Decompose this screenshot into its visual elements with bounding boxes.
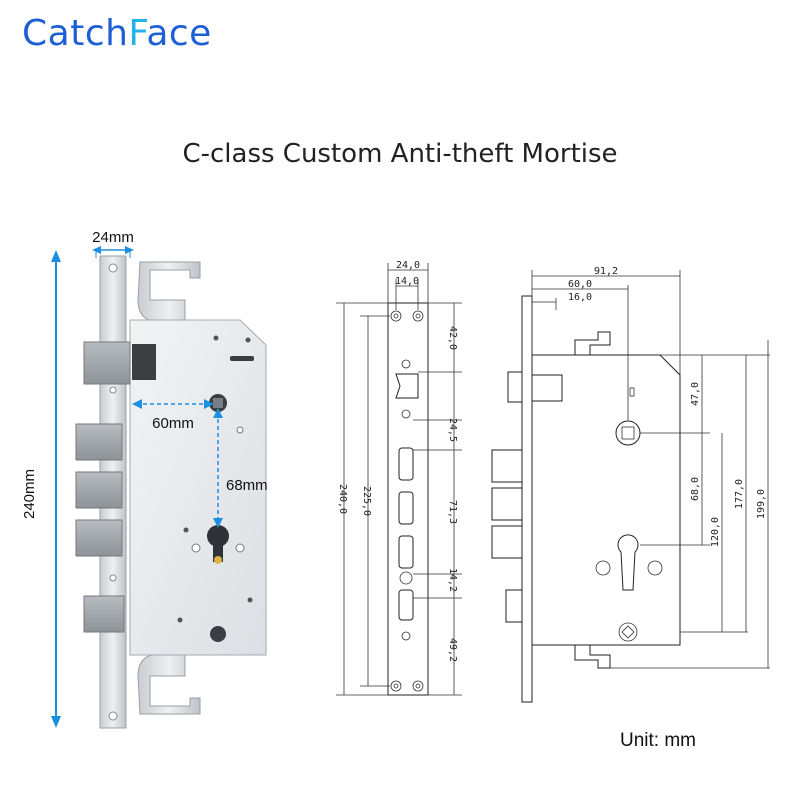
front-seg5-dim: 49,2 (447, 638, 458, 662)
front-view-drawing (336, 263, 462, 696)
photo-spacing-label: 68mm (226, 477, 268, 494)
front-overall-dim: 240,0 (337, 484, 348, 514)
side-d4-dim: 177,0 (734, 479, 745, 509)
unit-note: Unit: mm (620, 730, 696, 751)
brand-part-1: Catch (22, 13, 129, 54)
brand-part-2: F (128, 13, 147, 54)
photo-backset-label: 60mm (152, 415, 194, 432)
front-hole-spacing-dim: 14,0 (395, 276, 419, 287)
page-title: C-class Custom Anti-theft Mortise (182, 139, 618, 169)
front-top-width-dim: 24,0 (396, 260, 420, 271)
front-seg3-dim: 71,3 (447, 500, 458, 524)
photo-dimensions (51, 246, 223, 728)
front-seg2-dim: 24,5 (447, 418, 458, 442)
front-hole-span-dim: 225,0 (361, 486, 372, 516)
photo-width-label: 24mm (92, 229, 134, 246)
photo-height-label: 240mm (21, 469, 38, 519)
side-small-dim: 16,0 (568, 292, 592, 303)
front-seg4-dim: 14,2 (447, 568, 458, 592)
front-seg1-dim: 42,0 (447, 326, 458, 350)
brand-part-3: ace (146, 13, 212, 54)
side-d2-dim: 68,0 (690, 477, 701, 501)
side-total-depth-dim: 91,2 (594, 266, 618, 277)
brand-logo: CatchFace (22, 10, 212, 58)
side-d3-dim: 120,0 (710, 517, 721, 547)
side-view-drawing (491, 270, 770, 703)
side-d1-dim: 47,0 (690, 382, 701, 406)
side-d5-dim: 199,0 (756, 489, 767, 519)
side-backset-dim: 60,0 (568, 279, 592, 290)
